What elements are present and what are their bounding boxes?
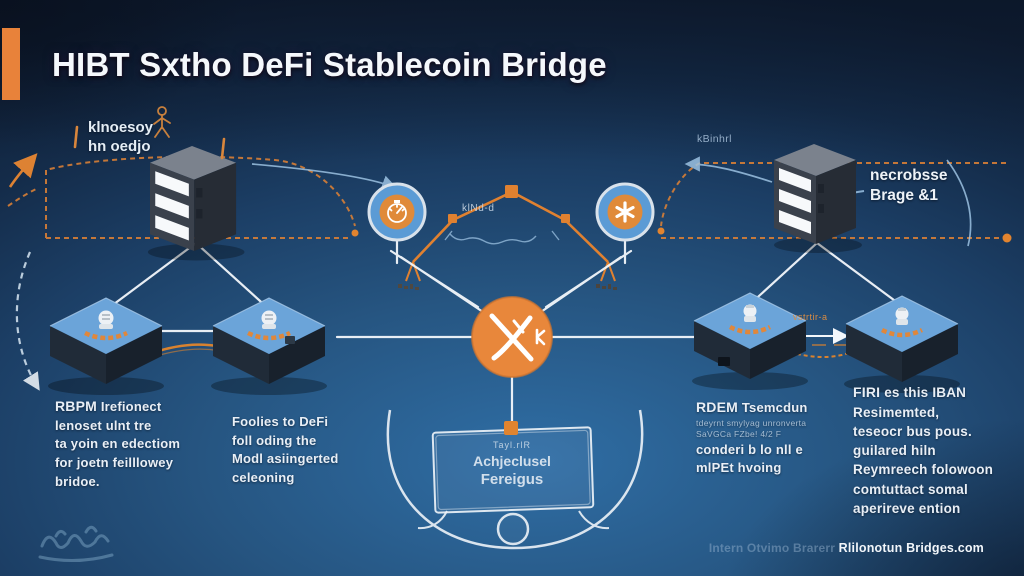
server-icon-right [774, 144, 862, 253]
dashed-route-right [660, 162, 1006, 239]
bridge-label: klNd-d [462, 203, 495, 214]
block-rest: Irefionect [97, 399, 162, 414]
result-line: Fereigus [480, 471, 544, 488]
annotation-line: hn oedjo [88, 138, 151, 155]
white-links [104, 238, 904, 426]
route-node-dot [1002, 233, 1012, 243]
trophy-icon [895, 307, 909, 325]
block-rest: Tsemcdun [738, 400, 808, 415]
block-line: Resimemted, [853, 404, 940, 420]
result-line-small: Tayl.rlR [492, 440, 531, 450]
tick-marks [73, 125, 226, 160]
block-heading: FIRI es this IBAN [853, 383, 1018, 403]
crest-icon [98, 310, 114, 329]
platform-box-4 [844, 295, 960, 393]
asterisk-icon [615, 201, 635, 223]
block-rest: es this IBAN [880, 385, 967, 400]
block-heading: RBPM Irefionect [55, 396, 235, 417]
orange-arrow [8, 153, 38, 188]
block-line: Foolies to DeFi [232, 414, 329, 429]
platform-box-2 [211, 297, 327, 395]
block-heading: RDEM Tsemcdun [696, 397, 866, 418]
block-line: guilared hiln [853, 443, 936, 459]
platform-box-3 [692, 292, 808, 390]
block-line: comtuttact somal [853, 481, 968, 497]
ribbon-label [84, 330, 128, 341]
block-line: ta yoin en edectiom [55, 436, 181, 452]
ribbon-label [247, 330, 291, 341]
x-bridge-icon [489, 313, 546, 362]
block-line: Modl asiingerted [232, 451, 339, 467]
server-icon-left [147, 146, 245, 261]
block-line: for joetn feilllowey [55, 455, 174, 471]
block-line: conderi b lo nll e [696, 441, 803, 457]
gauge-node [367, 182, 427, 242]
watermark-logo [38, 525, 114, 563]
platform-box-1 [48, 297, 164, 395]
crest-icon [261, 310, 277, 329]
bridge-arc [405, 190, 616, 282]
block-line: mlPEt hvoing [696, 460, 782, 476]
result-line: Achjeclusel [473, 453, 551, 469]
pixel-glyphs [398, 284, 617, 290]
label-line: Brage &1 [870, 187, 939, 204]
asterisk-node [595, 182, 655, 242]
label-line: necrobsse [870, 167, 948, 184]
page-title: HIBT Sxtho DeFi Stablecoin Bridge [52, 46, 607, 83]
block-bold: FIRI [853, 384, 881, 400]
footer-faint-text: Intern Otvimo Brarerr [708, 541, 839, 555]
gauge-icon [387, 200, 407, 223]
ribbon-label [880, 327, 924, 338]
server-right-label: necrobsse Brage &1 [870, 166, 948, 206]
block-line: teseocr bus pous. [853, 424, 972, 440]
accent-bar [2, 28, 20, 100]
curved-dashed-arrow [15, 251, 40, 391]
transfer-label: vstrtir-a [793, 312, 828, 322]
text-block-firi: FIRI es this IBAN Resimemted, teseocr bu… [853, 383, 1018, 518]
x-bridge-hub [471, 296, 553, 378]
squiggle-annotation [444, 230, 560, 245]
block-line: bridoe. [55, 473, 100, 489]
block-small-line: SaVGCa FZbe! 4/2 F [696, 429, 782, 440]
handwritten-annotation: klnoesoy hn oedjo [88, 118, 153, 156]
ribbon-label [728, 324, 772, 335]
stick-figure-icon [153, 106, 171, 138]
block-small-line: tdeyrnt smylyag unronverta [696, 417, 807, 428]
trophy-icon [743, 304, 757, 322]
footer-credit: Intern Otvimo Brarerr Rlilonotun Bridges… [709, 541, 984, 555]
route-node-dot [351, 229, 359, 237]
block-bold: RBPM [55, 398, 98, 414]
route-node-dot [657, 227, 665, 235]
block-line: lenoset ulnt tre [55, 417, 152, 433]
small-annotation: kBinhrl [697, 133, 732, 145]
block-line: foll oding the [232, 432, 317, 448]
annotation-line: klnoesoy [88, 119, 154, 136]
text-block-rbpm: RBPM Irefionect lenoset ulnt tre ta yoin… [55, 396, 235, 492]
text-block-defi: Foolies to DeFi foll oding the Modl asii… [232, 413, 392, 488]
footer-site-name: Rlilonotun Bridges.com [838, 541, 984, 555]
text-block-rdem: RDEM Tsemcdun tdeyrnt smylyag unronverta… [696, 397, 866, 478]
block-bold: RDEM [696, 399, 739, 415]
connector-node [504, 421, 518, 435]
result-box-text: Tayl.rlR Achjeclusel Fereigus [432, 440, 592, 488]
block-line: aperireve ention [853, 500, 961, 516]
bridge-nodes [448, 185, 570, 223]
block-line: celeoning [232, 470, 295, 486]
balloon-outline [386, 409, 644, 550]
block-line: Reymreech folowoon [853, 462, 994, 478]
